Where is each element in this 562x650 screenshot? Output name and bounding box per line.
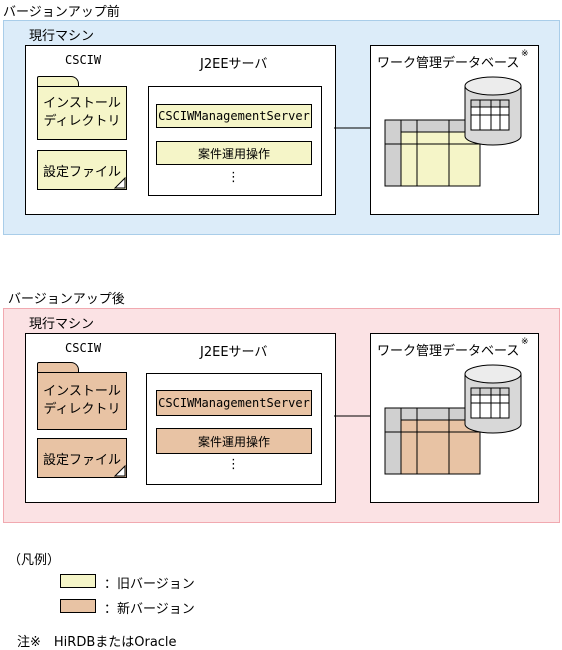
after-db-label: ワーク管理データベース bbox=[377, 344, 520, 359]
before-server-box: CSCIWManagementServer bbox=[156, 104, 312, 128]
after-folder-tab bbox=[37, 362, 79, 373]
before-folder-tab bbox=[37, 76, 79, 87]
after-db-cylinder bbox=[464, 364, 522, 434]
before-ellipsis: ⋮ bbox=[227, 170, 240, 185]
after-csciw-label: CSCIW bbox=[65, 341, 102, 355]
before-ops-box: 案件運用操作 bbox=[156, 141, 312, 165]
after-db-table bbox=[384, 407, 481, 475]
after-server-box: CSCIWManagementServer bbox=[156, 390, 312, 416]
after-file-fold bbox=[113, 464, 126, 477]
after-j2ee-label: J2EEサーバ bbox=[200, 345, 268, 360]
legend-new-swatch bbox=[60, 599, 96, 613]
before-settings-file: 設定ファイル bbox=[37, 150, 127, 190]
legend-old-swatch bbox=[60, 574, 96, 588]
before-db-cylinder bbox=[464, 76, 522, 146]
after-machine-label: 現行マシン bbox=[29, 317, 95, 332]
legend-new-label: ：新バージョン bbox=[104, 602, 195, 617]
before-db-label: ワーク管理データベース bbox=[377, 56, 520, 71]
after-ops-box: 案件運用操作 bbox=[156, 428, 312, 454]
before-file-fold bbox=[113, 176, 126, 189]
after-settings-file: 設定ファイル bbox=[37, 438, 127, 478]
before-install-dir-folder: インストール ディレクトリ bbox=[37, 86, 127, 140]
after-db-note-mark: ※ bbox=[521, 337, 529, 347]
before-db-table bbox=[384, 119, 481, 187]
before-machine-label: 現行マシン bbox=[29, 29, 95, 44]
after-ellipsis: ⋮ bbox=[227, 457, 240, 472]
before-db-note-mark: ※ bbox=[521, 49, 529, 59]
after-install-dir-folder: インストール ディレクトリ bbox=[37, 372, 127, 430]
legend-old-label: ：旧バージョン bbox=[104, 577, 195, 592]
legend-title: （凡例） bbox=[8, 553, 61, 568]
before-j2ee-label: J2EEサーバ bbox=[200, 57, 268, 72]
after-heading: バージョンアップ後 bbox=[8, 292, 125, 307]
footnote: 注※ HiRDBまたはOracle bbox=[17, 635, 177, 650]
before-heading: バージョンアップ前 bbox=[3, 5, 120, 20]
before-csciw-label: CSCIW bbox=[65, 53, 102, 67]
